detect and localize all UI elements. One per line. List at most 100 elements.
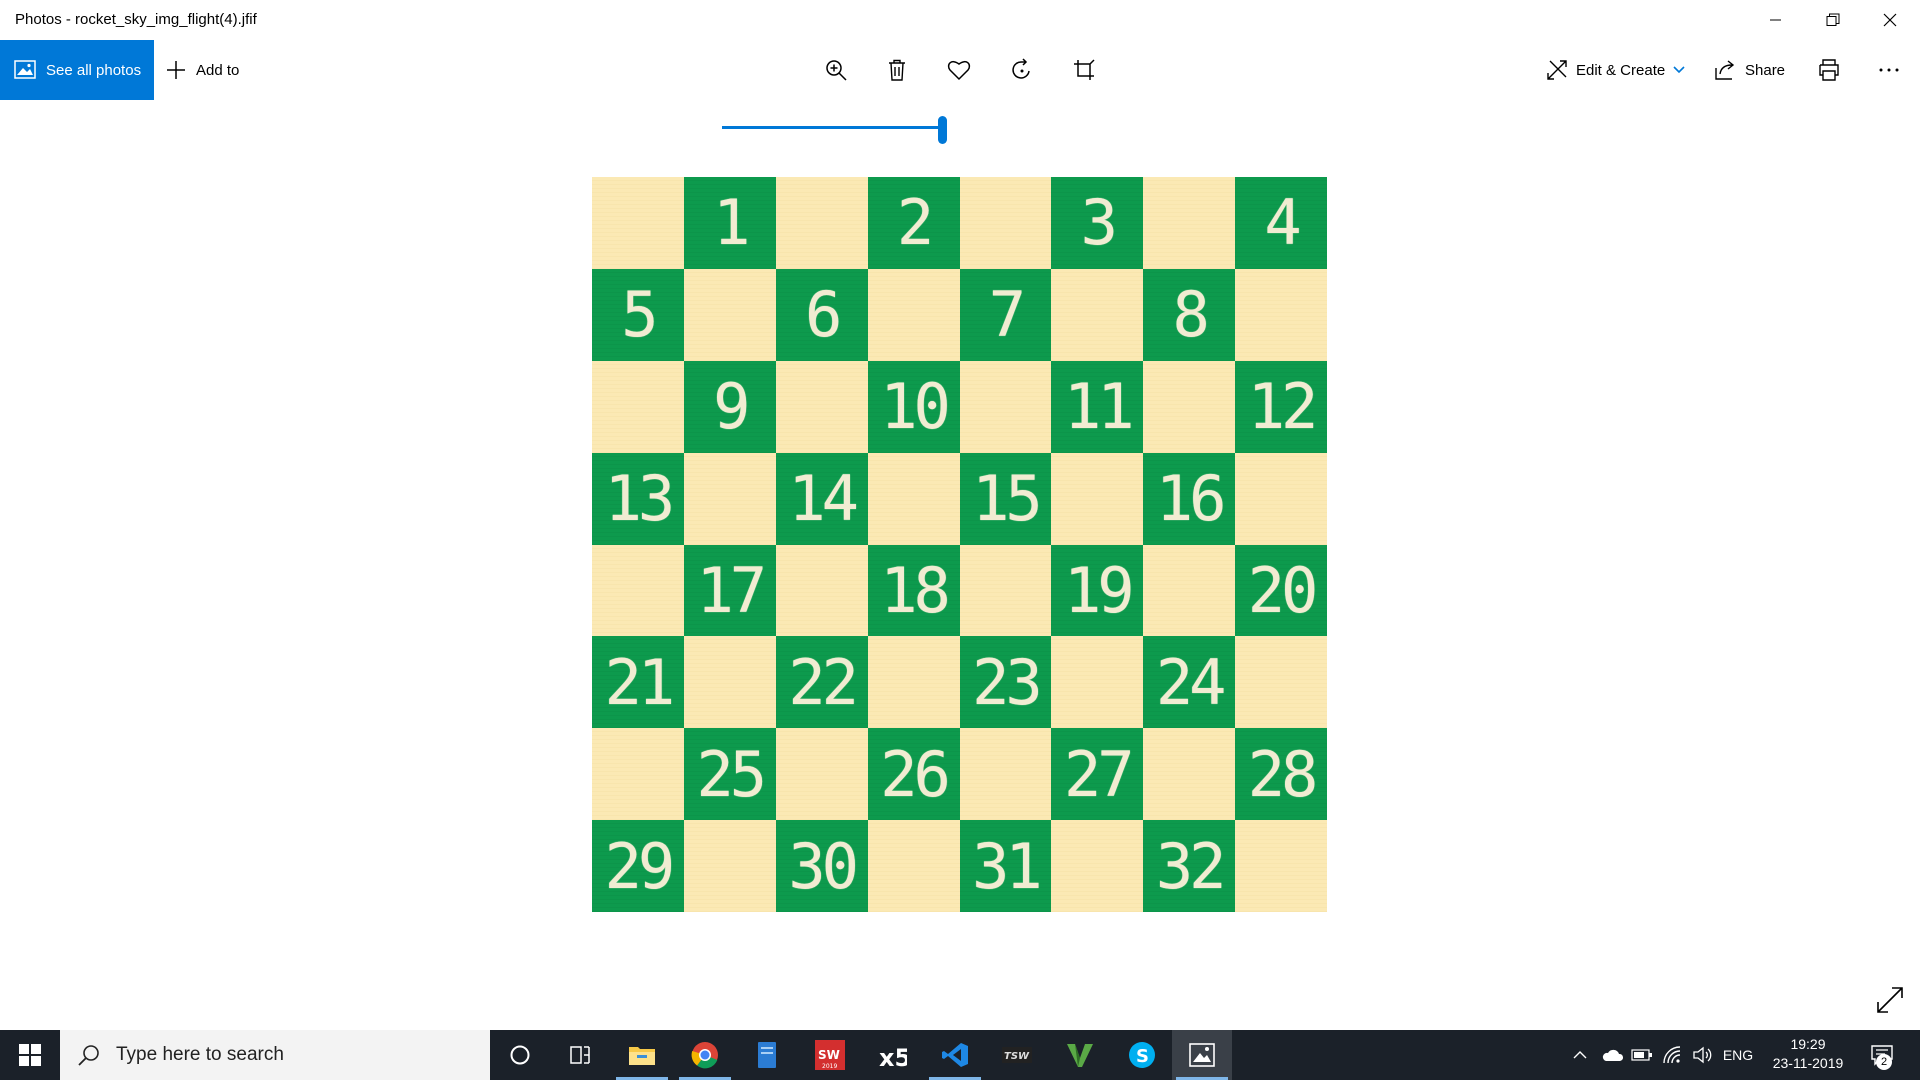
board-square-light — [867, 268, 960, 361]
chrome-button[interactable] — [675, 1030, 735, 1080]
wifi-tray[interactable] — [1658, 1030, 1686, 1080]
square-number: 29 — [604, 829, 676, 903]
square-number: 10 — [880, 370, 951, 444]
more-options-button[interactable] — [1869, 50, 1909, 90]
see-all-photos-button[interactable]: See all photos — [0, 40, 154, 100]
onedrive-tray[interactable] — [1598, 1030, 1626, 1080]
square-number: 8 — [1172, 278, 1210, 352]
square-number: 7 — [988, 278, 1026, 352]
board-square-light — [867, 636, 960, 729]
clock[interactable]: 19:29 23-11-2019 — [1760, 1035, 1856, 1073]
language-indicator[interactable]: ENG — [1722, 1047, 1754, 1063]
square-number: 3 — [1080, 186, 1118, 260]
square-number: 21 — [604, 645, 676, 719]
edit-create-button[interactable]: Edit & Create — [1546, 40, 1685, 100]
photos-app-button[interactable] — [1172, 1030, 1232, 1080]
v-app-icon — [1067, 1044, 1093, 1067]
board-square-dark: 6 — [775, 268, 868, 361]
favorite-button[interactable] — [939, 50, 979, 90]
board-square-dark: 2 — [867, 177, 960, 269]
word-button[interactable] — [737, 1030, 797, 1080]
square-number: 32 — [1155, 829, 1227, 903]
board-square-light — [775, 544, 868, 637]
file-explorer-button[interactable] — [612, 1030, 672, 1080]
wifi-icon — [1663, 1046, 1681, 1064]
board-square-light — [592, 360, 684, 453]
photo-toolbar: See all photos Add to — [0, 40, 1920, 100]
board-square-dark: 7 — [959, 268, 1052, 361]
tsw-app-button[interactable]: TSW — [987, 1030, 1047, 1080]
cortana-button[interactable] — [490, 1030, 550, 1080]
board-square-light — [683, 452, 776, 545]
square-number: 11 — [1063, 370, 1135, 444]
board-square-dark: 11 — [1051, 360, 1144, 453]
board-square-dark: 30 — [775, 820, 868, 912]
board-square-dark: 23 — [959, 636, 1052, 729]
clock-date: 23-11-2019 — [1772, 1055, 1844, 1071]
square-number: 24 — [1155, 645, 1227, 719]
board-square-light — [683, 268, 776, 361]
square-number: 27 — [1063, 737, 1135, 811]
board-square-dark: 19 — [1051, 544, 1144, 637]
clock-time: 19:29 — [1790, 1036, 1826, 1052]
board-square-dark: 16 — [1143, 452, 1236, 545]
x5-app-button[interactable]: x5 — [862, 1030, 922, 1080]
board-square-light — [1051, 820, 1144, 912]
square-number: 1 — [713, 186, 750, 260]
add-to-button[interactable]: Add to — [166, 40, 239, 100]
board-square-dark: 1 — [683, 177, 776, 269]
board-square-dark: 12 — [1235, 360, 1327, 453]
delete-button[interactable] — [877, 50, 917, 90]
crop-button[interactable] — [1064, 50, 1104, 90]
board-square-light — [592, 177, 684, 269]
board-square-light — [592, 544, 684, 637]
minimize-button[interactable] — [1746, 0, 1806, 40]
board-square-dark: 28 — [1235, 728, 1327, 821]
taskbar-search-box[interactable]: Type here to search — [60, 1030, 490, 1080]
chrome-icon — [691, 1042, 718, 1069]
square-number: 20 — [1247, 553, 1319, 627]
close-button[interactable] — [1860, 0, 1920, 40]
task-view-button[interactable] — [550, 1030, 610, 1080]
square-number: 23 — [972, 645, 1043, 719]
share-button[interactable]: Share — [1715, 40, 1785, 100]
start-button[interactable] — [0, 1030, 60, 1080]
plus-icon — [167, 61, 185, 79]
board-square-dark: 5 — [592, 268, 684, 361]
show-hidden-icons-button[interactable] — [1568, 1030, 1592, 1080]
square-number: 17 — [696, 553, 767, 627]
board-square-light — [683, 820, 776, 912]
board-square-light — [959, 728, 1052, 821]
zoom-button[interactable] — [816, 50, 856, 90]
board-square-light — [775, 360, 868, 453]
volume-tray[interactable] — [1688, 1030, 1716, 1080]
square-number: 14 — [788, 462, 859, 536]
board-square-dark: 32 — [1143, 820, 1236, 912]
print-button[interactable] — [1809, 50, 1849, 90]
photos-icon — [1189, 1043, 1215, 1067]
zoom-slider[interactable] — [722, 116, 948, 144]
fullscreen-button[interactable] — [1876, 986, 1904, 1014]
board-square-light — [1235, 452, 1327, 545]
board-square-light — [959, 544, 1052, 637]
board-square-dark: 8 — [1143, 268, 1236, 361]
svg-text:SW: SW — [818, 1048, 840, 1062]
v-app-button[interactable] — [1050, 1030, 1110, 1080]
zoom-slider-thumb[interactable] — [938, 116, 947, 144]
board-square-light — [592, 728, 684, 821]
battery-tray[interactable] — [1628, 1030, 1656, 1080]
crop-icon — [1074, 59, 1095, 80]
rotate-button[interactable] — [1002, 50, 1042, 90]
restore-button[interactable] — [1803, 0, 1863, 40]
tsw-icon: TSW — [1002, 1047, 1032, 1063]
board-square-light — [867, 820, 960, 912]
skype-button[interactable]: S — [1112, 1030, 1172, 1080]
square-number: 2 — [896, 186, 934, 260]
board-square-light — [1143, 360, 1236, 453]
board-square-dark: 4 — [1235, 177, 1327, 269]
vscode-button[interactable] — [925, 1030, 985, 1080]
more-icon — [1879, 68, 1899, 72]
share-label: Share — [1745, 61, 1786, 79]
